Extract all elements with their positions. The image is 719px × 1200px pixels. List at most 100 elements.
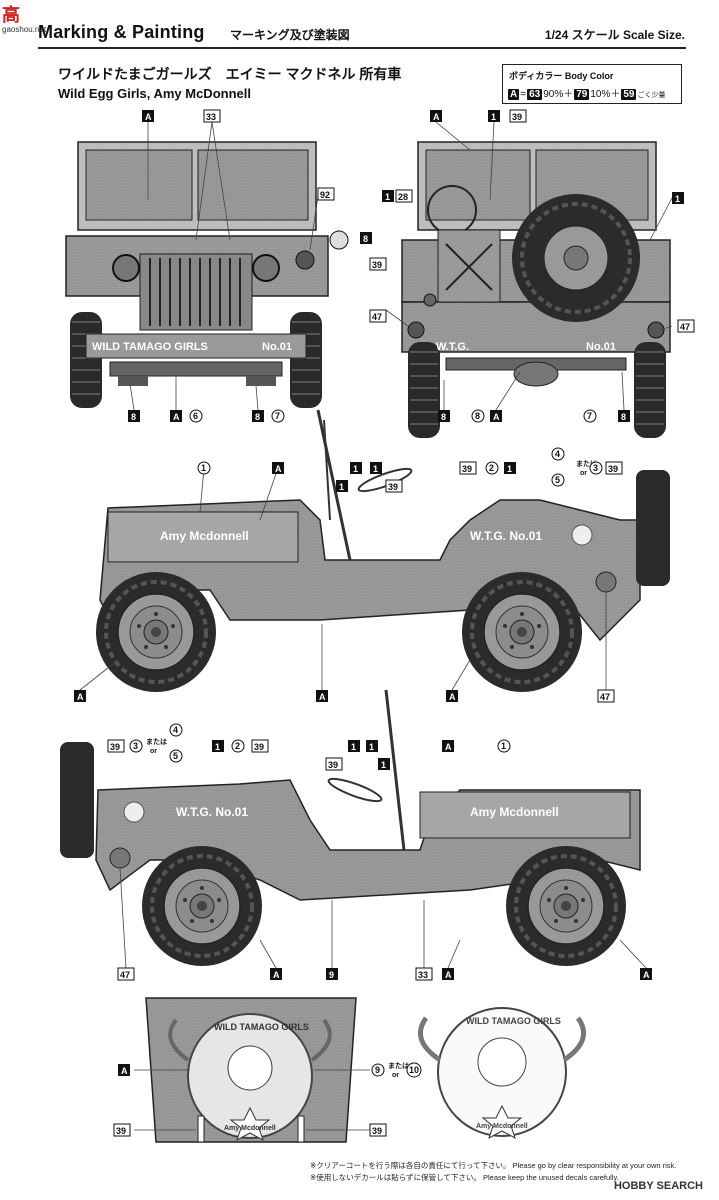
callout-39: 39	[116, 1126, 126, 1136]
watermark-brand: HOBBY SEARCH	[613, 1180, 703, 1192]
color-code-3: 59	[621, 89, 637, 100]
callout-1: 1	[501, 741, 506, 751]
callout-6: 6	[193, 411, 198, 421]
page-title-jp: マーキング及び塗装図	[230, 28, 350, 42]
callout-3: 3	[593, 463, 598, 473]
color-pct-2: 10%＋	[590, 89, 621, 100]
or-jp: または	[576, 459, 597, 468]
color-pct-1: 90%＋	[543, 89, 574, 100]
logo-sub: gaoshou.net	[2, 25, 47, 34]
callout-10: 10	[409, 1065, 419, 1075]
callout-a: A	[493, 412, 500, 422]
decal-side1-name: Amy Mcdonnell	[160, 529, 249, 543]
callout-a: A	[643, 970, 650, 980]
scale-label: 1/24 スケール Scale Size.	[544, 28, 685, 42]
callout-a: A	[449, 692, 456, 702]
site-logo: 高 gaoshou.net	[2, 6, 46, 34]
callout-1: 1	[215, 742, 220, 752]
callout-a: A	[273, 970, 280, 980]
callout-2: 2	[235, 741, 240, 751]
callout-39: 39	[608, 464, 618, 474]
callout-5: 5	[173, 751, 178, 761]
callout-1: 1	[353, 464, 358, 474]
callout-a: A	[319, 692, 326, 702]
hood-arc-text: WILD TAMAGO GIRLS	[214, 1022, 309, 1032]
or-en: or	[392, 1072, 399, 1079]
callout-8: 8	[363, 234, 368, 244]
logo-mark: 高	[2, 5, 20, 25]
decal-side1-wtg: W.T.G. No.01	[470, 529, 542, 543]
decal-rear-no: No.01	[586, 341, 616, 353]
decal-rear-wtg: W.T.G.	[436, 341, 469, 353]
callout-1: 1	[201, 463, 206, 473]
callout-8: 8	[621, 412, 626, 422]
callout-a: A	[275, 464, 282, 474]
footer-note-2: ※使用しないデカールは貼らずに保管して下さい。 Please keep the …	[310, 1172, 690, 1183]
callout-5: 5	[555, 475, 560, 485]
callout-4: 4	[555, 449, 560, 459]
or-en: or	[580, 470, 587, 477]
callout-33: 33	[206, 112, 216, 122]
rear-view: W.T.G. No.01	[401, 141, 671, 439]
front-view: WILD TAMAGO GIRLS No.01	[65, 141, 349, 409]
callout-2: 2	[489, 463, 494, 473]
callout-92: 92	[320, 190, 330, 200]
callout-a: A	[121, 1066, 128, 1076]
callout-39: 39	[372, 1126, 382, 1136]
decal-side2-name: Amy Mcdonnell	[470, 805, 559, 819]
callout-8: 8	[441, 412, 446, 422]
callout-9: 9	[375, 1065, 380, 1075]
callout-33: 33	[418, 970, 428, 980]
color-code-1: 63	[527, 89, 543, 100]
callout-28: 28	[398, 192, 408, 202]
callout-1: 1	[385, 192, 390, 202]
callout-8: 8	[131, 412, 136, 422]
footer-note-1-jp: ※クリアーコートを行う際は各自の責任にて行って下さい。	[310, 1161, 511, 1170]
callout-a: A	[173, 412, 180, 422]
callout-39: 39	[372, 260, 382, 270]
body-color-title: ボディカラー Body Color	[509, 71, 614, 81]
callout-1: 1	[381, 760, 386, 770]
callout-a: A	[445, 970, 452, 980]
header-rule	[38, 47, 686, 49]
callout-39: 39	[254, 742, 264, 752]
callout-1: 1	[675, 194, 680, 204]
callout-7: 7	[587, 411, 592, 421]
footer-note-2-jp: ※使用しないデカールは貼らずに保管して下さい。	[310, 1173, 481, 1182]
callout-1: 1	[507, 464, 512, 474]
callout-39: 39	[110, 742, 120, 752]
leader-lines	[79, 121, 673, 1131]
side-view-left: W.T.G. No.01 Amy Mcdonnell	[60, 689, 641, 968]
callout-7: 7	[275, 411, 280, 421]
subject-en: Wild Egg Girls, Amy McDonnell	[58, 86, 251, 101]
emblem-arc-text: WILD TAMAGO GIRLS	[466, 1016, 561, 1026]
emblem-name-text: Amy Mcdonnell	[476, 1123, 528, 1130]
callout-4: 4	[173, 725, 178, 735]
or-en: or	[150, 748, 157, 755]
callout-a: A	[145, 112, 152, 122]
or-jp: または	[146, 737, 167, 746]
callout-47: 47	[372, 312, 382, 322]
callout-8: 8	[475, 411, 480, 421]
callout-a: A	[77, 692, 84, 702]
decal-front-plate: WILD TAMAGO GIRLS	[92, 341, 208, 353]
callout-39: 39	[512, 112, 522, 122]
callouts: A 33 92 8 A 6 8 7 A 1 39 1 28 1 8 39 47 …	[74, 109, 695, 1137]
footer-note-1: ※クリアーコートを行う際は各自の責任にて行って下さい。 Please go by…	[310, 1160, 690, 1171]
callout-1: 1	[373, 464, 378, 474]
color-pct-3: ごく少量	[637, 92, 666, 99]
color-label: A	[508, 89, 520, 100]
callout-1: 1	[369, 742, 374, 752]
callout-47: 47	[680, 322, 690, 332]
hood-view: WILD TAMAGO GIRLS Amy Mcdonnell WILD TAM…	[145, 997, 587, 1143]
callout-a: A	[433, 112, 440, 122]
decal-front-no: No.01	[262, 341, 292, 353]
callout-9: 9	[329, 970, 334, 980]
callout-39: 39	[328, 760, 338, 770]
callout-47: 47	[600, 692, 610, 702]
callout-3: 3	[133, 741, 138, 751]
callout-1: 1	[491, 112, 496, 122]
callout-39: 39	[388, 482, 398, 492]
